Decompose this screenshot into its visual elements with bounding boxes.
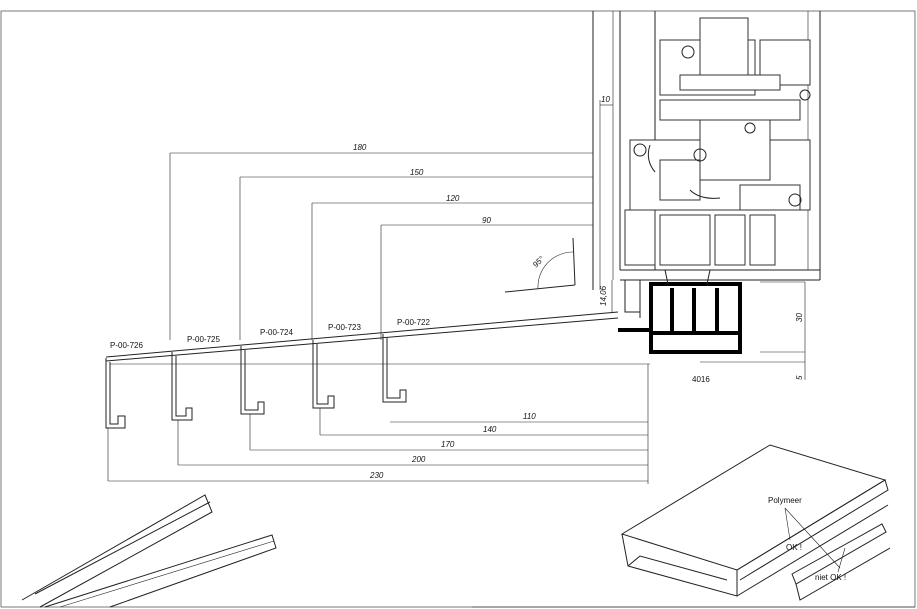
dim-140: 140 [483, 425, 497, 434]
callout-ok: OK ! [786, 543, 802, 552]
profile-3d-sketch-left [21, 494, 277, 608]
dim-170: 170 [441, 440, 455, 449]
dim-150: 150 [410, 168, 424, 177]
angle-marker: 95° [504, 237, 576, 293]
profile-label-726: P-00-726 [110, 341, 143, 350]
window-frame-profile [592, 11, 821, 290]
sill-adapter-profile [618, 269, 742, 354]
dim-30: 30 [795, 313, 804, 322]
dim-180: 180 [353, 143, 367, 152]
dim-14-06: 14,06 [599, 285, 608, 306]
profile-label-722: P-00-722 [397, 318, 430, 327]
dim-120: 120 [446, 194, 460, 203]
sill-slope [105, 311, 619, 362]
callout-polymeer: Polymeer [768, 496, 802, 505]
dim-90: 90 [482, 216, 491, 225]
side-dimensions: 14,06 30 5 [599, 280, 806, 380]
profile-labels: P-00-726 P-00-725 P-00-724 P-00-723 P-00… [110, 318, 710, 384]
dim-200: 200 [411, 455, 426, 464]
callout-not-ok: niet OK ! [815, 573, 846, 582]
drawing-frame [0, 10, 916, 608]
dim-230: 230 [369, 471, 384, 480]
sill-profiles [105, 334, 650, 429]
profile-label-723: P-00-723 [328, 323, 361, 332]
top-dimensions: 10 180 150 120 90 [169, 95, 613, 340]
sill-3d-detail: Polymeer OK ! niet OK ! [472, 444, 915, 608]
part-number: 4016 [692, 375, 710, 384]
dim-10: 10 [601, 95, 610, 104]
profile-label-725: P-00-725 [187, 335, 220, 344]
profile-label-724: P-00-724 [260, 328, 293, 337]
dim-5: 5 [795, 375, 804, 380]
bottom-dimensions: 110 140 170 200 230 [107, 364, 649, 484]
dim-110: 110 [523, 412, 536, 421]
